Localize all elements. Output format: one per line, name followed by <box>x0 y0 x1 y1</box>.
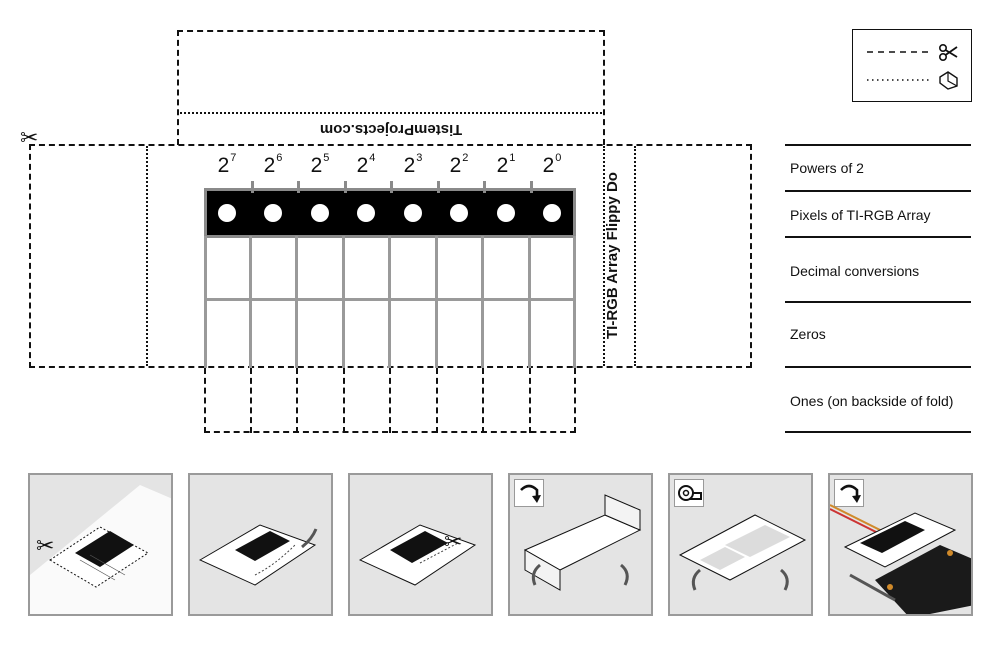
fold-icon <box>939 71 958 90</box>
brand-text: TistemProjects.com <box>319 121 463 138</box>
scissors-icon: ✂ <box>20 125 39 150</box>
bit-label-3: 23 <box>403 152 423 177</box>
flap-edge <box>482 368 484 433</box>
rotate-icon <box>514 479 544 507</box>
flap-edge <box>574 368 576 433</box>
side-title: TI-RGB Array Flippy Do <box>604 172 621 340</box>
pixel-tick <box>251 181 254 193</box>
pixel-dot <box>218 204 236 222</box>
pixel-tick <box>437 181 440 193</box>
annotation-divider <box>785 190 971 192</box>
bit-label-2: 22 <box>449 152 469 177</box>
flap-edge <box>296 368 298 433</box>
grid-line <box>204 236 207 368</box>
bit-label-0: 20 <box>542 152 562 177</box>
pixel-dot <box>450 204 468 222</box>
annotation-divider <box>785 144 971 146</box>
right-fold-line-2 <box>634 146 636 366</box>
flap-edge <box>529 368 531 433</box>
flap-edge <box>250 368 252 433</box>
flap-edge <box>389 368 391 433</box>
pixel-dot <box>543 204 561 222</box>
pixel-dot <box>404 204 422 222</box>
legend-box <box>852 29 972 102</box>
bit-label-5: 25 <box>310 152 330 177</box>
grid-line <box>388 236 391 368</box>
pixel-tick <box>483 181 486 193</box>
pixel-dot <box>264 204 282 222</box>
grid-line <box>249 236 252 368</box>
annotation-divider <box>785 301 971 303</box>
pixel-tick <box>530 181 533 193</box>
grid-line <box>481 236 484 368</box>
tape-icon <box>674 479 704 507</box>
bit-label-7: 27 <box>217 152 237 177</box>
top-fold-line <box>177 112 605 114</box>
bottom-flaps <box>204 368 576 433</box>
step-2-fold-panel <box>188 473 333 616</box>
grid-line <box>295 236 298 368</box>
annotation-divider <box>785 431 971 433</box>
bit-label-4: 24 <box>356 152 376 177</box>
grid-line <box>528 236 531 368</box>
pixel-bar <box>204 181 576 238</box>
annotation-decimal: Decimal conversions <box>790 263 920 279</box>
pixel-tick <box>344 181 347 193</box>
annotation-ones: Ones (on backside of fold) <box>790 393 954 409</box>
annotation-powers: Powers of 2 <box>790 160 864 176</box>
pixel-tick <box>297 181 300 193</box>
bit-label-1: 21 <box>496 152 516 177</box>
grid-line <box>435 236 438 368</box>
step-4-fold-sides-panel <box>508 473 653 616</box>
conversion-grid <box>204 236 576 368</box>
annotation-divider <box>785 236 971 238</box>
flap-edge <box>436 368 438 433</box>
grid-line <box>342 236 345 368</box>
flap-edge <box>204 431 576 433</box>
pixel-dot <box>357 204 375 222</box>
grid-line <box>204 298 576 301</box>
powers-of-two-row: 27 26 25 24 23 22 21 20 <box>204 152 576 190</box>
pixel-dot <box>497 204 515 222</box>
annotation-pixels: Pixels of TI-RGB Array <box>790 207 931 223</box>
grid-line <box>573 236 576 368</box>
flap-edge <box>343 368 345 433</box>
top-flap <box>177 30 605 145</box>
flap-edge <box>204 368 206 433</box>
scissors-icon <box>938 43 958 62</box>
rotate-icon <box>834 479 864 507</box>
step-1-cut-panel: ✂ <box>28 473 173 616</box>
pixel-dot <box>311 204 329 222</box>
step-6-assemble-panel <box>828 473 973 616</box>
bit-label-6: 26 <box>263 152 283 177</box>
annotation-divider <box>785 366 971 368</box>
step-5-tape-panel <box>668 473 813 616</box>
annotation-zeros: Zeros <box>790 326 826 342</box>
legend-graphic <box>867 43 958 90</box>
right-fold-line-1 <box>603 146 605 366</box>
pixel-tick <box>390 181 393 193</box>
scissors-icon: ✂ <box>36 533 55 558</box>
scissors-icon: ✂ <box>444 529 463 554</box>
left-fold-line <box>146 146 148 366</box>
step-3-cut-flaps-panel: ✂ <box>348 473 493 616</box>
